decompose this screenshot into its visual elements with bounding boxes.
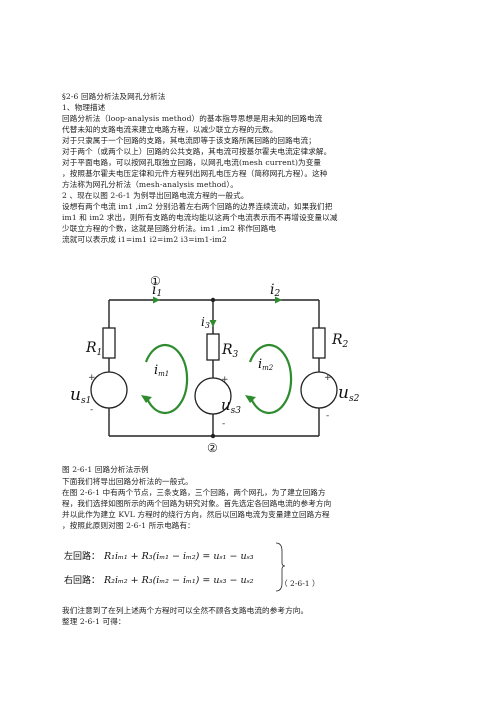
equation-left: R₁iₘ₁ + R₃(iₘ₁ − iₘ₂) = uₛ₁ − uₛ₃ <box>103 551 254 562</box>
paragraph-line: 并以此作为建立 KVL 方程时的绕行方向，然后以回路电流为变量建立回路方程 <box>62 510 330 519</box>
paragraph-line: 对于平面电路，可以按网孔取独立回路，以网孔电流(mesh current)为变量 <box>62 158 322 167</box>
equation-left-label: 左回路： <box>64 550 100 562</box>
paragraph-line: 流就可以表示成 i1=im1 i2=im2 i3=im1-im2 <box>62 235 227 244</box>
plus-sign-us3: + <box>221 375 229 385</box>
equation-right-label: 右回路： <box>64 574 100 586</box>
arrow-i2-icon <box>275 296 282 304</box>
paragraph-line: 在图 2-6-1 中有两个节点，三条支路，三个回路，两个网孔，为了建立回路方 <box>62 488 326 497</box>
equation-brace <box>275 542 286 592</box>
mesh-loop-m1-icon <box>144 343 189 415</box>
paragraph-line: 代替未知的支路电流来建立电路方程，以减少联立方程的元数。 <box>62 125 278 134</box>
minus-sign-us3: - <box>222 419 225 429</box>
paragraph-line: 回路分析法（loop-analysis method）的基本指导思想是用未知的回… <box>62 114 323 123</box>
subheading-physical-description: 1、物理描述 <box>62 103 106 112</box>
paragraph-line: 对于两个（或两个以上）回路的公共支路，其电流可按基尔霍夫电流定律求解。 <box>62 147 332 156</box>
label-r3: R3 <box>221 342 239 360</box>
label-im1: im1 <box>154 363 169 378</box>
label-r2: R2 <box>331 332 349 350</box>
paragraph-line: im1 和 im2 求出，则所有支路的电流均能以这两个电流表示而不再增设变量以减 <box>62 213 338 222</box>
minus-sign-us2: - <box>326 411 329 421</box>
label-us1: us1 <box>70 385 91 406</box>
label-i3: i3 <box>201 315 210 330</box>
paragraph-line: 下面我们将导出回路分析法的一般式。 <box>62 477 193 486</box>
paragraph-line: 对于只隶属于一个回路的支路，其电流即等于该支路所属回路的回路电流； <box>62 136 316 145</box>
node-label-1: ① <box>150 274 161 288</box>
node-dot-top <box>210 297 216 303</box>
paragraph-line: 我们注意到了在列上述两个方程时可以全然不顾各支路电流的参考方向。 <box>62 606 309 615</box>
paragraph-line: 设想有两个电流 im1 ,im2 分别沿着左右两个回路的边界连续流动，如果我们把 <box>62 202 333 211</box>
label-im2: im2 <box>258 357 274 372</box>
voltage-source-us2 <box>300 371 338 409</box>
mesh-loop-m2-icon <box>248 343 293 415</box>
circuit-diagram: i1 i2 i3 R1 R3 R2 us1 us3 us2 im1 im2 + … <box>70 274 360 455</box>
label-us3: us3 <box>221 396 241 416</box>
arrow-i1-icon <box>153 296 160 304</box>
paragraph-line: 方法称为网孔分析法（mesh-analysis method）。 <box>62 180 238 189</box>
equation-system: 左回路： R₁iₘ₁ + R₃(iₘ₁ − iₘ₂) = uₛ₁ − uₛ₃ 右… <box>64 542 286 592</box>
node-dot-bottom <box>210 433 216 439</box>
resistor-r1 <box>102 327 116 359</box>
minus-sign-us1: - <box>90 405 93 415</box>
equation-right: R₂iₘ₂ + R₃(iₘ₂ − iₘ₁) = uₛ₃ − uₛ₂ <box>103 575 254 586</box>
resistor-r2 <box>312 327 326 359</box>
arrow-i3-icon <box>209 320 217 327</box>
plus-sign-us2: + <box>324 373 332 383</box>
section-heading: §2-6 回路分析法及网孔分析法 <box>62 92 166 101</box>
paragraph-line: ，按照此原则对图 2-6-1 所示电路有： <box>62 521 195 530</box>
label-us2: us2 <box>338 383 360 404</box>
figure-caption: 图 2-6-1 回路分析法示例 <box>62 465 149 474</box>
paragraph-line: ，按照基尔霍夫电压定律和元件方程列出网孔电压方程（简称网孔方程）。这种 <box>62 169 328 178</box>
label-i1: i1 <box>152 282 162 299</box>
label-r1: R1 <box>85 340 102 358</box>
paragraph-line: 整理 2-6-1 可得： <box>62 617 126 626</box>
resistor-r3 <box>206 333 220 361</box>
voltage-source-us3 <box>194 377 232 415</box>
plus-sign-us1: + <box>88 373 96 383</box>
subheading-derivation: 2 、现在以图 2-6-1 为例导出回路电流方程的一般式。 <box>62 191 249 200</box>
paragraph-line: 少联立方程的个数，这就是回路分析法。im1 ,im2 称作回路电 <box>62 224 277 233</box>
paragraph-line: 程，我们选择如图所示的两个回路为研究对象。首先选定各回路电流的参考方向 <box>62 499 332 508</box>
node-label-2: ② <box>207 441 218 455</box>
equation-number: （ 2-6-1 ） <box>280 579 320 588</box>
voltage-source-us1 <box>90 371 128 409</box>
label-i2: i2 <box>270 282 280 299</box>
